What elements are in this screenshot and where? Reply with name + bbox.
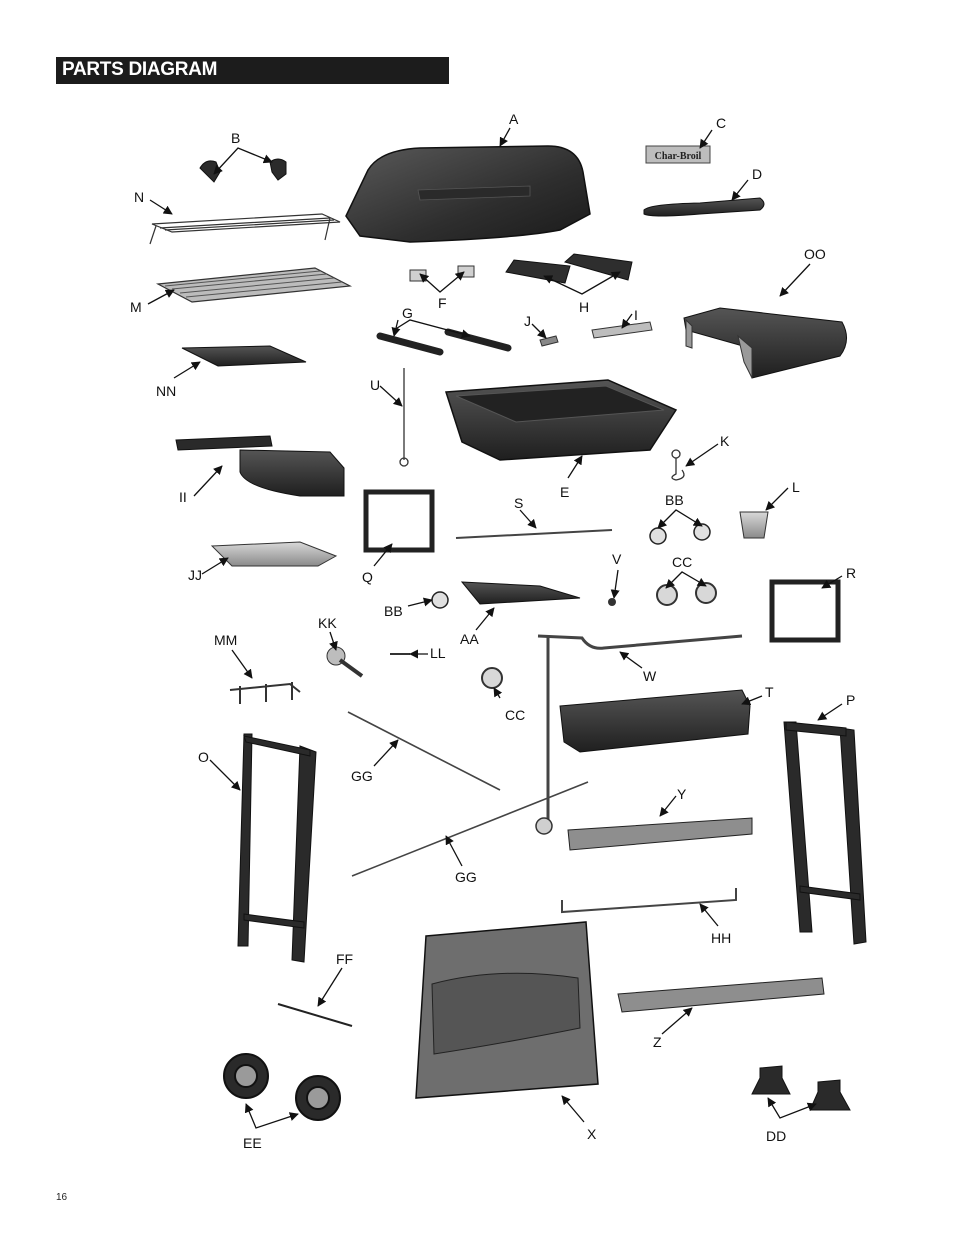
label-mm: MM bbox=[214, 632, 237, 648]
part-logo-badge-c: Char-Broil bbox=[645, 145, 711, 164]
part-clip-j bbox=[539, 335, 559, 347]
label-cc: CC bbox=[672, 554, 692, 570]
label-ll: LL bbox=[430, 645, 446, 661]
logo-text: Char-Broil bbox=[655, 151, 702, 162]
label-r: R bbox=[846, 565, 856, 581]
part-crossbar-z bbox=[617, 977, 825, 1013]
label-bb: BB bbox=[665, 492, 684, 508]
label-e: E bbox=[560, 484, 569, 500]
label-s: S bbox=[514, 495, 523, 511]
label-b: B bbox=[231, 130, 240, 146]
part-feet-dd bbox=[751, 1065, 851, 1111]
part-warming-rack-n bbox=[149, 213, 341, 245]
label-x: X bbox=[587, 1126, 597, 1142]
label-v: V bbox=[612, 551, 622, 567]
label-y: Y bbox=[677, 786, 687, 802]
label-a: A bbox=[509, 111, 519, 127]
label-kk: KK bbox=[318, 615, 337, 631]
part-chain-u bbox=[399, 368, 409, 467]
label-ff: FF bbox=[336, 951, 353, 967]
label-n: N bbox=[134, 189, 144, 205]
label-h: H bbox=[579, 299, 589, 315]
part-heat-tents-h bbox=[505, 253, 633, 284]
label-g: G bbox=[402, 305, 413, 321]
label-q: Q bbox=[362, 569, 373, 585]
part-handle-d bbox=[643, 197, 765, 217]
label-d: D bbox=[752, 166, 762, 182]
label-f: F bbox=[438, 295, 447, 311]
label-jj: JJ bbox=[188, 567, 202, 583]
part-burner-tube-kk bbox=[326, 646, 364, 678]
label-hh: HH bbox=[711, 930, 731, 946]
part-axle-ff bbox=[277, 1003, 353, 1027]
label-j: J bbox=[524, 313, 531, 329]
part-lid-a bbox=[345, 145, 591, 243]
part-cup-l bbox=[739, 511, 769, 539]
label-l: L bbox=[792, 479, 800, 495]
label-k: K bbox=[720, 433, 730, 449]
label-cc-2: CC bbox=[505, 707, 525, 723]
label-m: M bbox=[130, 299, 142, 315]
page-title: PARTS DIAGRAM bbox=[62, 59, 218, 80]
part-heat-shield-i bbox=[591, 321, 653, 339]
label-p: P bbox=[846, 692, 855, 708]
title-bar bbox=[56, 57, 449, 84]
label-i: I bbox=[634, 307, 638, 323]
part-crossbar-y bbox=[567, 817, 753, 851]
label-dd: DD bbox=[766, 1128, 786, 1144]
part-rack-mm bbox=[229, 682, 301, 704]
label-ii: II bbox=[179, 489, 187, 505]
part-brackets-f bbox=[409, 265, 475, 282]
part-rod-s bbox=[455, 529, 613, 539]
label-o: O bbox=[198, 749, 209, 765]
label-aa: AA bbox=[460, 631, 479, 647]
part-firebox-e bbox=[444, 379, 678, 461]
page-number: 16 bbox=[56, 1192, 68, 1203]
part-burners-g bbox=[376, 328, 512, 356]
part-bracket-aa bbox=[460, 581, 581, 605]
label-nn: NN bbox=[156, 383, 176, 399]
label-gg-2: GG bbox=[455, 869, 477, 885]
part-labels: A B C D N OO M F H G J I NN U K L E II B… bbox=[130, 111, 856, 1151]
label-c: C bbox=[716, 115, 726, 131]
part-side-shelf-nn bbox=[181, 345, 307, 367]
part-panel-q bbox=[363, 489, 435, 553]
part-valve-v bbox=[608, 598, 616, 606]
label-bb-2: BB bbox=[384, 603, 403, 619]
part-wheels-ee bbox=[223, 1053, 341, 1121]
leader-arrows bbox=[147, 127, 843, 1129]
label-ee: EE bbox=[243, 1135, 262, 1151]
part-rod-hh bbox=[561, 888, 737, 914]
part-shelf-cover-oo bbox=[683, 307, 847, 379]
label-z: Z bbox=[653, 1034, 662, 1050]
label-w: W bbox=[643, 668, 657, 684]
part-leg-frame-o bbox=[237, 733, 317, 963]
label-gg: GG bbox=[351, 768, 373, 784]
part-panel-r bbox=[769, 579, 841, 643]
part-grease-tray-jj bbox=[210, 541, 338, 567]
part-hinge-clips-b bbox=[199, 158, 287, 183]
part-bottom-panel-x bbox=[415, 921, 599, 1099]
label-oo: OO bbox=[804, 246, 826, 262]
part-rods-gg bbox=[347, 711, 589, 877]
part-control-panel-t bbox=[559, 689, 751, 753]
part-manifold-w bbox=[535, 634, 743, 835]
label-t: T bbox=[765, 684, 774, 700]
part-side-shelf-frame-ii bbox=[175, 435, 345, 497]
part-hook-k bbox=[671, 449, 685, 481]
part-cooking-grate-m bbox=[155, 267, 353, 303]
label-u: U bbox=[370, 377, 380, 393]
part-leg-frame-p bbox=[783, 721, 867, 945]
